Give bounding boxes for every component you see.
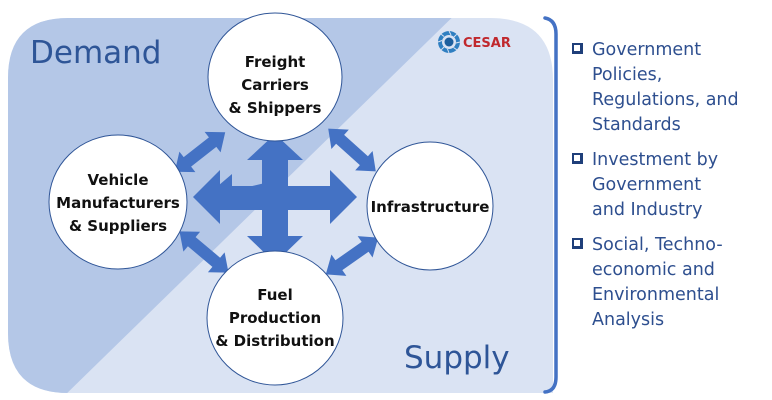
factor-line: Social, Techno- (592, 235, 723, 255)
double-arrow-vehicle-freight (174, 131, 226, 173)
double-arrow-freight-infrastructure (328, 128, 376, 172)
factor-line: Government (592, 175, 702, 195)
factor-line: economic and (592, 260, 715, 280)
checkbox-icon (572, 43, 583, 54)
factor-line: Environmental (592, 285, 720, 305)
svg-text:& Distribution: & Distribution (215, 332, 334, 350)
svg-text:Carriers: Carriers (241, 76, 309, 94)
node-freight-carriers: Freight Carriers & Shippers (207, 12, 343, 142)
factor-line: Policies, (592, 65, 663, 85)
svg-text:Freight: Freight (245, 53, 306, 71)
factors-list: Government Policies, Regulations, and St… (572, 38, 772, 343)
factor-line: Investment by (592, 150, 719, 170)
cesar-logo: CESAR (437, 30, 511, 54)
arrows (174, 128, 379, 276)
svg-text:Vehicle: Vehicle (88, 171, 149, 189)
supply-label: Supply (404, 340, 510, 376)
factor-line: Government (592, 40, 702, 60)
svg-text:& Suppliers: & Suppliers (69, 217, 167, 235)
checkbox-icon (572, 153, 583, 164)
turbine-logo-icon (437, 30, 461, 54)
demand-label: Demand (30, 35, 161, 71)
factor-investment: Investment by Government and Industry (572, 148, 772, 223)
factor-line: Analysis (592, 310, 665, 330)
svg-text:Infrastructure: Infrastructure (371, 198, 490, 216)
checkbox-icon (572, 238, 583, 249)
node-fuel-production: Fuel Production & Distribution (206, 250, 344, 386)
factor-analysis: Social, Techno- economic and Environment… (572, 233, 772, 333)
factor-policies: Government Policies, Regulations, and St… (572, 38, 772, 138)
svg-text:Manufacturers: Manufacturers (56, 194, 180, 212)
right-brace (543, 16, 558, 394)
factor-line: and Industry (592, 200, 703, 220)
svg-text:CESAR: CESAR (463, 36, 511, 51)
double-arrow-vehicle-fuel (179, 231, 229, 273)
node-vehicle-manufacturers: Vehicle Manufacturers & Suppliers (48, 134, 188, 270)
double-arrow-fuel-infrastructure (325, 236, 379, 276)
svg-text:Production: Production (229, 309, 321, 327)
svg-text:Fuel: Fuel (257, 286, 293, 304)
factor-line: Regulations, and (592, 90, 739, 110)
four-way-arrow (193, 134, 357, 263)
svg-text:& Shippers: & Shippers (229, 99, 322, 117)
node-infrastructure: Infrastructure (366, 141, 494, 271)
factor-line: Standards (592, 115, 681, 135)
